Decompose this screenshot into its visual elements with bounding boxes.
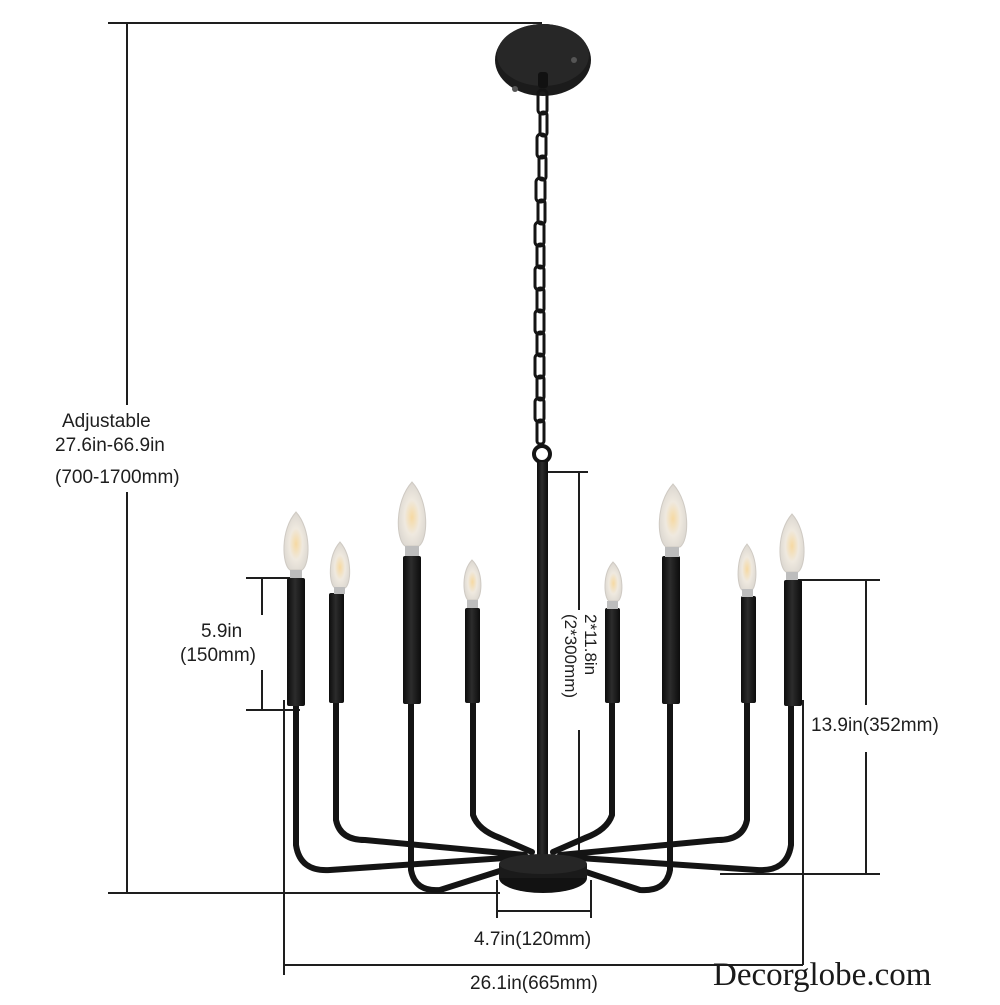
arm-7 [557, 697, 750, 858]
chain-loop [532, 444, 552, 464]
arm-3 [408, 697, 531, 894]
candle-bulbs [283, 481, 805, 609]
overall-height-label-line2: 27.6in-66.9in [55, 435, 165, 456]
overall-height-label-line3: (700-1700mm) [55, 467, 180, 488]
bulb-6 [658, 483, 688, 557]
bulb-3 [397, 481, 427, 556]
bulb-2 [329, 541, 351, 594]
dimension-lines [108, 22, 880, 975]
center-rod [537, 462, 548, 874]
arm-5 [550, 697, 615, 855]
sleeve-8 [784, 580, 802, 706]
bulb-4 [463, 559, 482, 608]
base-diameter-label: 4.7in(120mm) [474, 929, 592, 950]
bulb-7 [737, 543, 757, 597]
sleeve-4 [465, 608, 480, 703]
sleeve-3 [403, 556, 421, 704]
sleeve-height-label-line2: (150mm) [180, 645, 257, 666]
rod-length-label-line1: 2*11.8in [581, 614, 600, 676]
candle-sleeves [287, 556, 802, 706]
overall-width-label: 26.1in(665mm) [470, 973, 598, 994]
watermark-brand: Decorglobe.com [713, 957, 932, 993]
sleeve-1 [287, 578, 305, 706]
sleeve-7 [741, 596, 756, 703]
sleeve-6 [662, 556, 680, 704]
sleeve-height-label-line1: 5.9in [201, 621, 243, 642]
bulb-1 [283, 511, 309, 578]
ceiling-canopy [495, 24, 591, 96]
arm-2 [333, 697, 528, 858]
arm-4 [470, 697, 535, 855]
bulb-5 [604, 561, 623, 609]
chandelier-arms [293, 697, 794, 894]
rod-length-label-line2: (2*300mm) [561, 614, 580, 699]
arm-6 [553, 697, 673, 894]
base-hub [499, 854, 587, 893]
overall-height-label-line1: Adjustable [62, 411, 151, 432]
arm-8 [562, 702, 794, 874]
sleeve-2 [329, 593, 344, 703]
bulb-8 [779, 513, 805, 580]
hanging-chain [533, 88, 549, 446]
arm-1 [293, 702, 523, 874]
sleeve-5 [605, 608, 620, 703]
body-height-label: 13.9in(352mm) [811, 715, 939, 736]
